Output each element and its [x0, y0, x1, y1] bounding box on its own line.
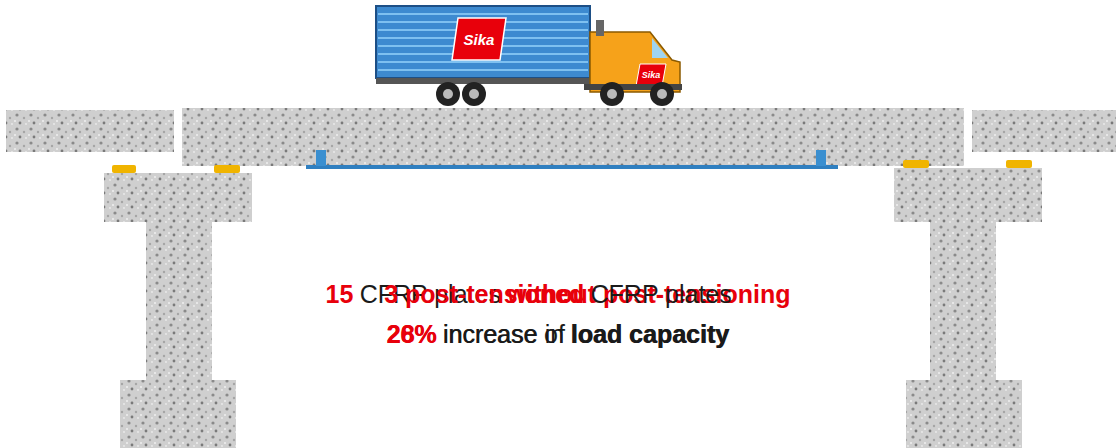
cfrp-plate: [306, 165, 838, 169]
caption-text: 28%: [387, 320, 437, 348]
logo-text: Sika: [464, 31, 495, 48]
bearing: [903, 160, 929, 168]
caption-line: 3 post-tensionedCFRP plates: [0, 280, 1116, 309]
logo-text: Sika: [642, 70, 661, 80]
bearing: [214, 165, 240, 173]
bearing: [112, 165, 136, 173]
bearing: [1006, 160, 1032, 168]
caption-text: 3 post-tensioned: [384, 280, 584, 308]
deck-slab: [182, 108, 964, 166]
caption-text: load capacity: [571, 320, 729, 348]
pier: [894, 168, 1042, 448]
deck-slab: [6, 110, 174, 152]
anchor: [816, 150, 826, 166]
deck-slab: [972, 110, 1116, 152]
caption-line: 28%increase inload capacity: [0, 320, 1116, 349]
anchor: [316, 150, 326, 166]
caption-text: increase in: [443, 320, 564, 348]
pier: [104, 173, 252, 448]
truck: [376, 6, 682, 106]
caption-text: CFRP plates: [591, 280, 732, 308]
caption-text: 15: [326, 280, 354, 308]
